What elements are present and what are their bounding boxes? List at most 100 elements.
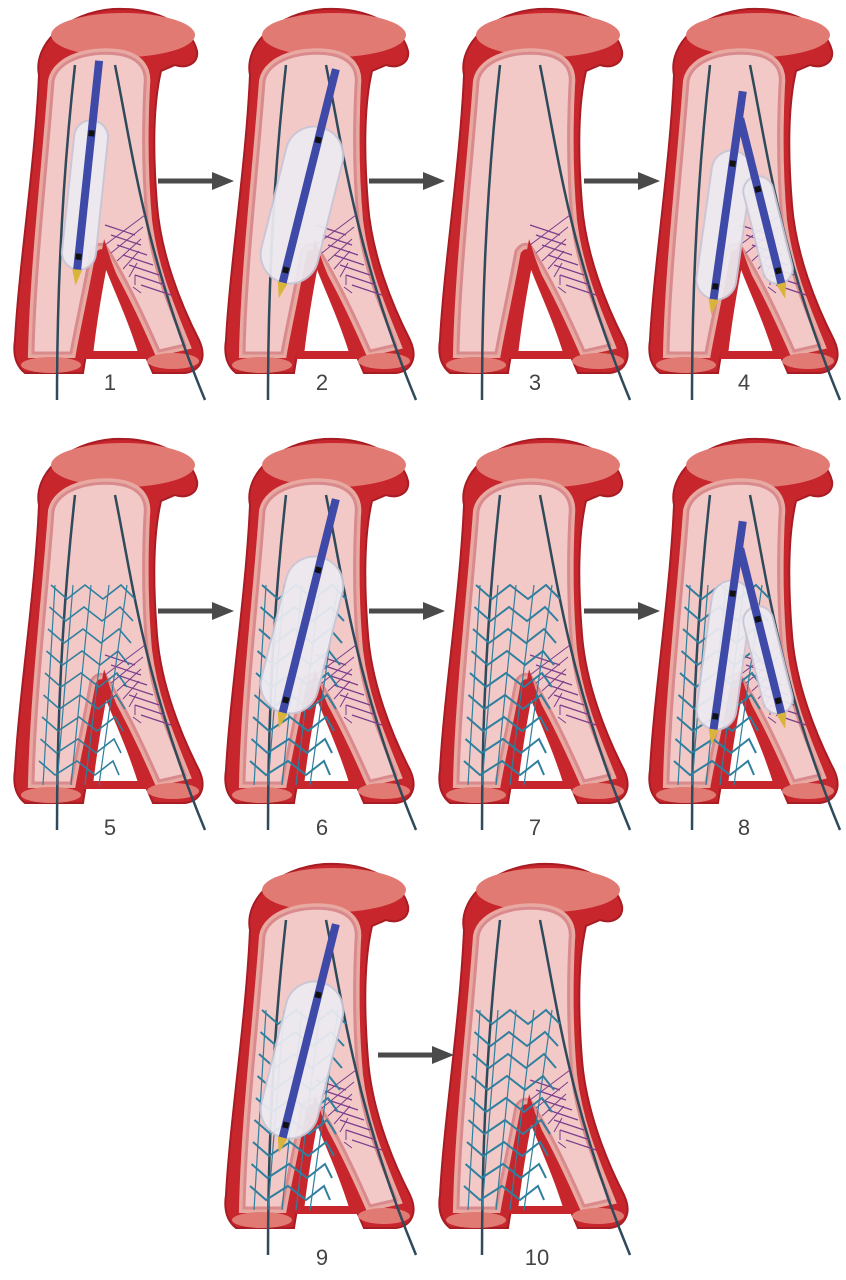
stent-strut	[541, 238, 567, 262]
stent-strut	[140, 284, 172, 296]
guide-wire-side	[113, 494, 207, 831]
stent-strut	[333, 1109, 365, 1121]
vessel-bifurcation-diagram	[648, 437, 842, 831]
radiopaque-marker	[282, 696, 290, 704]
stent-strut	[110, 656, 144, 684]
stent-strut	[333, 680, 351, 700]
vessel-cut-right	[147, 783, 199, 799]
stent-strut	[565, 284, 597, 296]
stent-strut	[339, 264, 371, 276]
radiopaque-marker	[774, 697, 782, 705]
stent-strut	[475, 583, 561, 601]
guide-wire-side	[538, 919, 632, 1256]
stent-strut	[44, 671, 128, 689]
vessel-cut-left	[446, 357, 506, 373]
stent-strut	[467, 1009, 481, 1211]
main-branch-stent	[463, 1008, 561, 1211]
main-branch-stent	[38, 583, 136, 786]
stent-strut	[529, 224, 561, 236]
carina	[509, 239, 574, 359]
vessel-lumen	[31, 51, 188, 355]
stent-strut	[541, 244, 573, 256]
guide-wire-side	[538, 64, 632, 401]
stent-strut	[132, 716, 142, 724]
stent-strut	[509, 1009, 535, 1211]
stent-strut	[475, 1008, 561, 1026]
stent-strut	[48, 605, 134, 623]
stent-strut	[470, 1074, 555, 1092]
stent-strut	[466, 715, 549, 733]
kissing-balloon-main	[695, 520, 753, 746]
stent-strut	[565, 714, 597, 726]
stent-strut	[41, 715, 124, 733]
stent-strut	[343, 716, 353, 724]
stent-strut	[541, 674, 573, 686]
stent-strut	[553, 262, 563, 278]
stent-strut	[523, 1009, 553, 1211]
stent-strut	[42, 584, 56, 786]
right-arrow-icon	[367, 601, 447, 621]
stent-strut	[463, 759, 545, 777]
stent-strut	[333, 250, 351, 270]
right-arrow-icon	[376, 1045, 456, 1065]
stent-strut	[252, 1140, 335, 1158]
radiopaque-marker	[729, 160, 737, 167]
vessel-bifurcation-diagram	[13, 7, 207, 401]
radiopaque-marker	[282, 1121, 290, 1129]
stent-strut	[351, 284, 383, 296]
stent-strut	[351, 1139, 383, 1151]
stent-strut	[559, 274, 591, 286]
stent-strut	[343, 1141, 353, 1149]
catheter-shaft	[709, 520, 747, 730]
stent-strut	[553, 694, 585, 706]
stent-strut	[473, 605, 559, 623]
stent-strut	[84, 584, 110, 786]
catheter-shaft	[736, 547, 786, 715]
stent-strut	[547, 1105, 565, 1125]
vessel-cut-top	[51, 443, 195, 487]
step-number-4: 4	[737, 370, 751, 395]
right-arrow-icon	[582, 171, 662, 191]
vessel-cut-top	[476, 868, 620, 912]
radiopaque-marker	[88, 130, 95, 137]
vessel-bifurcation-diagram	[224, 7, 418, 401]
stent-strut	[327, 668, 353, 692]
angioplasty-balloon	[259, 498, 345, 729]
stent-strut	[122, 684, 154, 696]
stent-strut	[535, 1081, 569, 1109]
catheter-shaft	[278, 498, 340, 714]
stent-strut	[39, 737, 122, 755]
stent-strut	[339, 262, 349, 278]
vessel-cut-right	[147, 353, 199, 369]
stent-strut	[547, 684, 579, 696]
stent-strut	[553, 1119, 585, 1131]
catheter-tip	[776, 712, 787, 729]
step-panel-7	[430, 435, 635, 855]
angioplasty-balloon	[259, 923, 345, 1154]
vessel-cut-left	[232, 787, 292, 803]
radiopaque-marker	[75, 253, 82, 260]
stent-strut	[463, 1184, 545, 1202]
step-number-2: 2	[315, 370, 329, 395]
angioplasty-balloon	[60, 60, 110, 286]
stent-strut	[128, 694, 160, 706]
radiopaque-marker	[711, 283, 719, 290]
vessel-cut-top	[262, 13, 406, 57]
stent-strut	[470, 649, 555, 667]
right-arrow-icon	[367, 171, 447, 191]
stent-strut	[557, 1141, 567, 1149]
step-panel-6	[216, 435, 421, 855]
step-panel-10	[430, 860, 635, 1280]
step-panel-9	[216, 860, 421, 1280]
stent-strut	[42, 693, 126, 711]
stent-strut	[481, 1009, 499, 1211]
vessel-cut-left	[232, 1212, 292, 1228]
stent-strut	[327, 238, 353, 262]
vessel-bifurcation-diagram	[224, 437, 418, 831]
vessel-cut-right	[572, 783, 624, 799]
stent-strut	[339, 692, 349, 708]
vessel-lumen	[31, 481, 188, 785]
stent-strut	[559, 704, 591, 716]
stent-strut	[553, 692, 563, 708]
stent-strut	[250, 1162, 333, 1180]
